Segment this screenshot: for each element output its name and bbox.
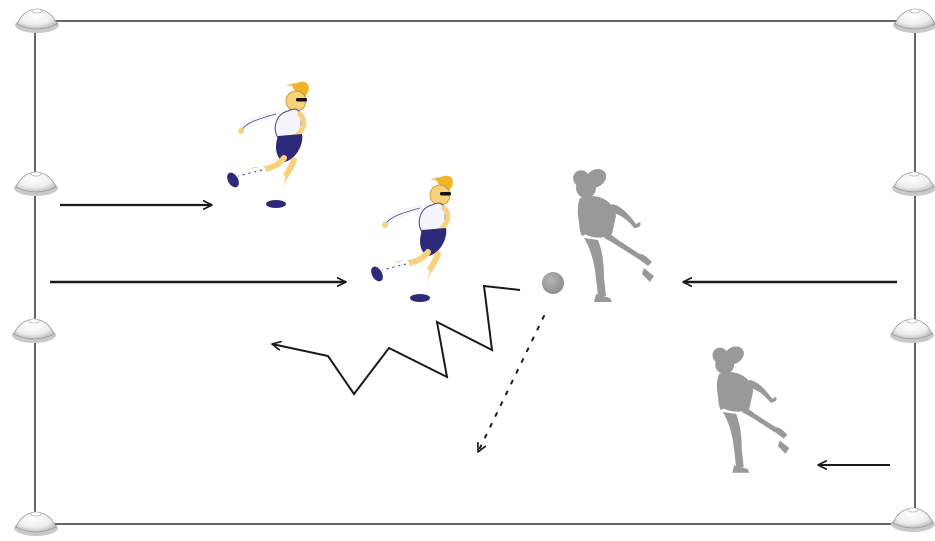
cones: [12, 8, 935, 536]
defending-player-icon: [712, 346, 790, 473]
attacking-player-icon: [371, 175, 453, 302]
marker-cone-icon: [891, 507, 935, 532]
defending-player-icon: [573, 169, 654, 302]
marker-cone-icon: [892, 171, 935, 196]
dribble-path-arrow: [271, 284, 521, 396]
run-arrows: [50, 200, 897, 470]
attacking-player-icon: [227, 81, 309, 208]
soccer-ball-icon: [542, 272, 564, 294]
marker-cone-icon: [12, 318, 56, 343]
marker-cone-icon: [14, 171, 58, 196]
pass-path-arrow: [477, 315, 545, 453]
marker-cone-icon: [893, 8, 935, 33]
marker-cone-icon: [15, 8, 59, 33]
field-boundary: [34, 20, 916, 525]
marker-cone-icon: [890, 318, 934, 343]
marker-cone-icon: [14, 511, 58, 536]
